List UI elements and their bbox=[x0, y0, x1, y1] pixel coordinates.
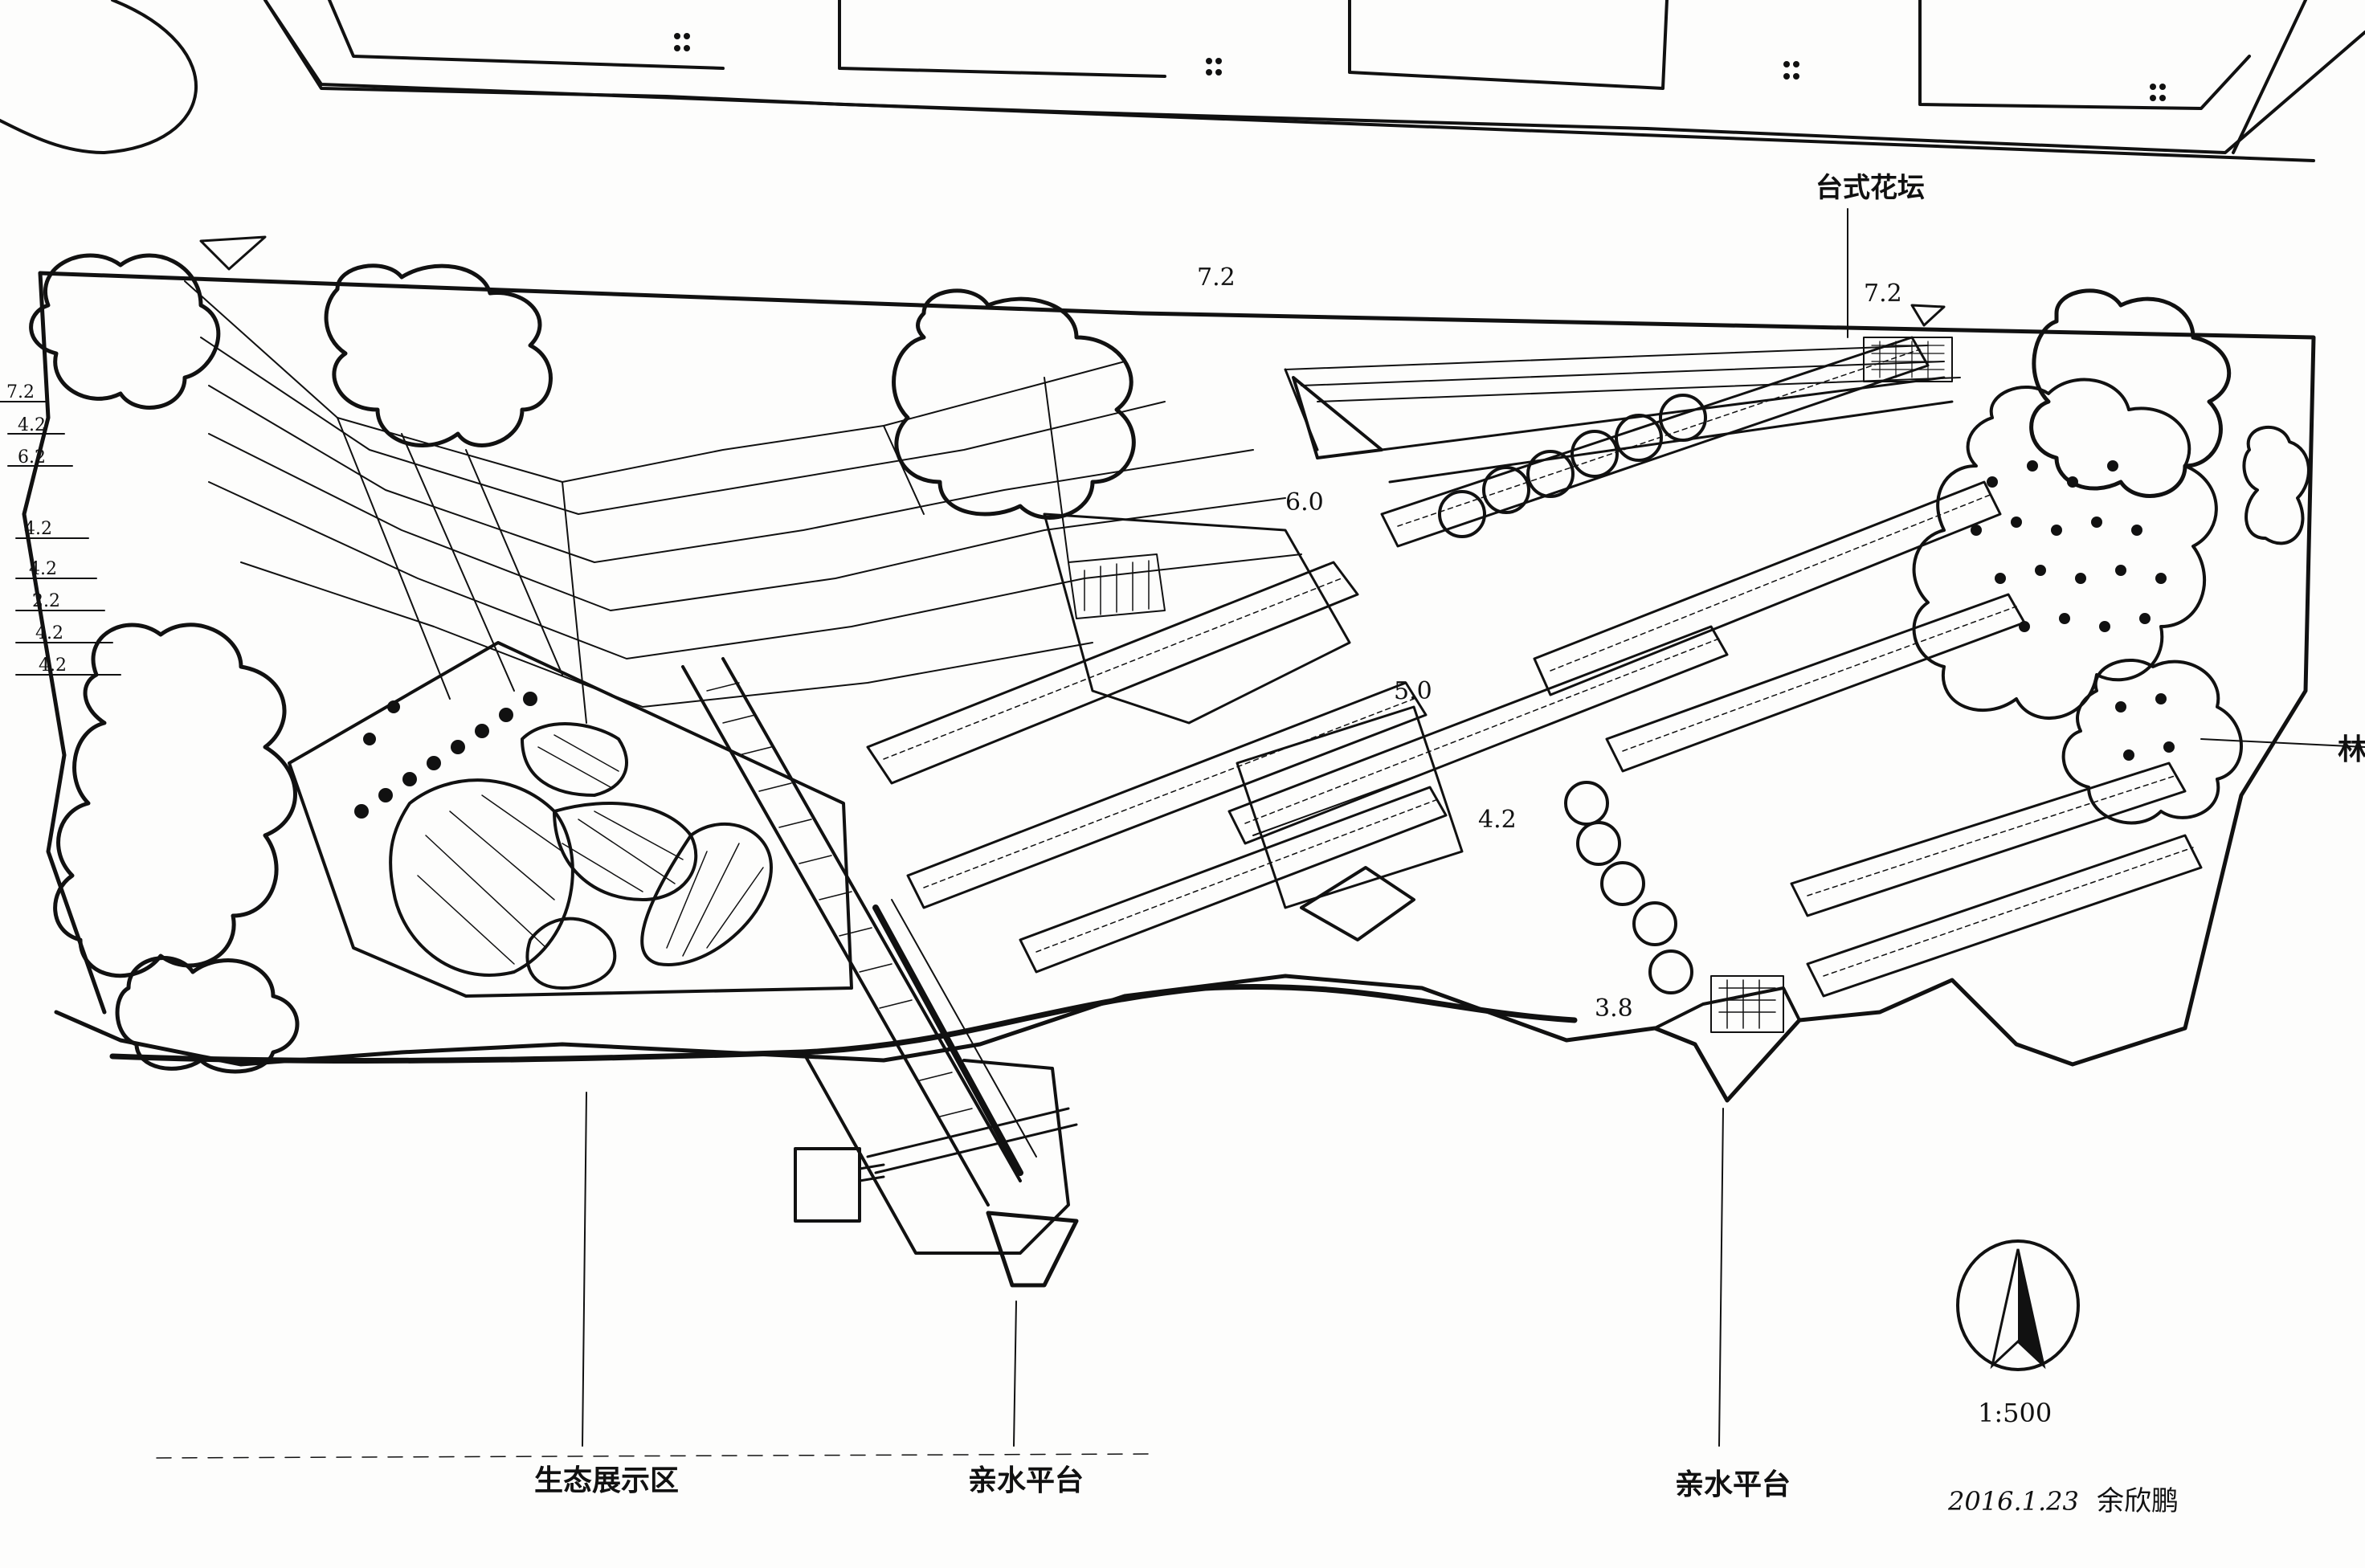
boardwalk bbox=[681, 657, 1079, 1288]
round-trees bbox=[1438, 394, 1707, 994]
central-plaza bbox=[1043, 512, 1464, 941]
entrance-triangles bbox=[199, 235, 1946, 327]
elevation-mid-b: 5.0 bbox=[1394, 677, 1432, 705]
label-water-platform-left: 亲水平台 bbox=[968, 1464, 1084, 1497]
road-and-buildings bbox=[0, 0, 2365, 162]
north-arrow bbox=[1956, 1239, 2080, 1371]
left-elevation-6: 2.2 bbox=[32, 591, 60, 611]
eco-zone-texture bbox=[417, 734, 764, 965]
tree-canopy-right-edge bbox=[2242, 426, 2310, 545]
left-elevation-3: 6.2 bbox=[18, 447, 46, 468]
tree-canopy-left bbox=[29, 253, 300, 1074]
right-water-platform bbox=[1653, 975, 1801, 1102]
boardwalk-planks bbox=[706, 682, 973, 1117]
elevation-top-left: 7.2 bbox=[1197, 263, 1236, 292]
signature-date: 2016.1.23 bbox=[1947, 1486, 2079, 1517]
elevation-top-right: 7.2 bbox=[1864, 280, 1902, 308]
tree-cluster-right bbox=[1912, 378, 2243, 825]
tree-canopy-top bbox=[324, 263, 2232, 520]
label-water-platform-right: 亲水平台 bbox=[1675, 1468, 1791, 1501]
signature-author: 余欣鹏 bbox=[2097, 1485, 2179, 1517]
site-boundary bbox=[22, 271, 2316, 1103]
label-eco-zone: 生态展示区 bbox=[534, 1464, 679, 1497]
left-elevation-7: 4.2 bbox=[35, 623, 63, 643]
left-elevation-2: 4.2 bbox=[18, 415, 46, 435]
elevation-mid-c: 4.2 bbox=[1478, 806, 1517, 834]
label-right-edge: 林 bbox=[2338, 733, 2365, 766]
eco-zone-shrubs bbox=[354, 692, 537, 819]
terrace-steps bbox=[1284, 337, 1961, 459]
paving-bands bbox=[184, 280, 1302, 724]
hedge-texture bbox=[883, 349, 2194, 977]
left-elevation-ticks bbox=[0, 401, 121, 676]
water-edge bbox=[109, 983, 1578, 1064]
left-elevation-1: 7.2 bbox=[6, 382, 35, 402]
left-elevation-labels: 7.2 4.2 6.2 4.2 4.2 2.2 4.2 4.2 bbox=[6, 382, 67, 676]
elevation-lower: 3.8 bbox=[1595, 994, 1633, 1023]
scale-text: 1:500 bbox=[1978, 1398, 2052, 1428]
elevation-mid-a: 6.0 bbox=[1285, 488, 1324, 517]
left-elevation-8: 4.2 bbox=[39, 655, 67, 676]
building-marker-dots bbox=[674, 33, 2166, 101]
eco-display-zone bbox=[288, 641, 853, 998]
left-elevation-4: 4.2 bbox=[24, 519, 52, 539]
tree-dots-right bbox=[1971, 460, 2175, 761]
label-terrace-plaza: 台式花坛 bbox=[1816, 172, 1925, 204]
hedge-strips bbox=[866, 336, 2203, 998]
left-elevation-5: 4.2 bbox=[29, 559, 57, 579]
section-line-top bbox=[156, 208, 2365, 1459]
